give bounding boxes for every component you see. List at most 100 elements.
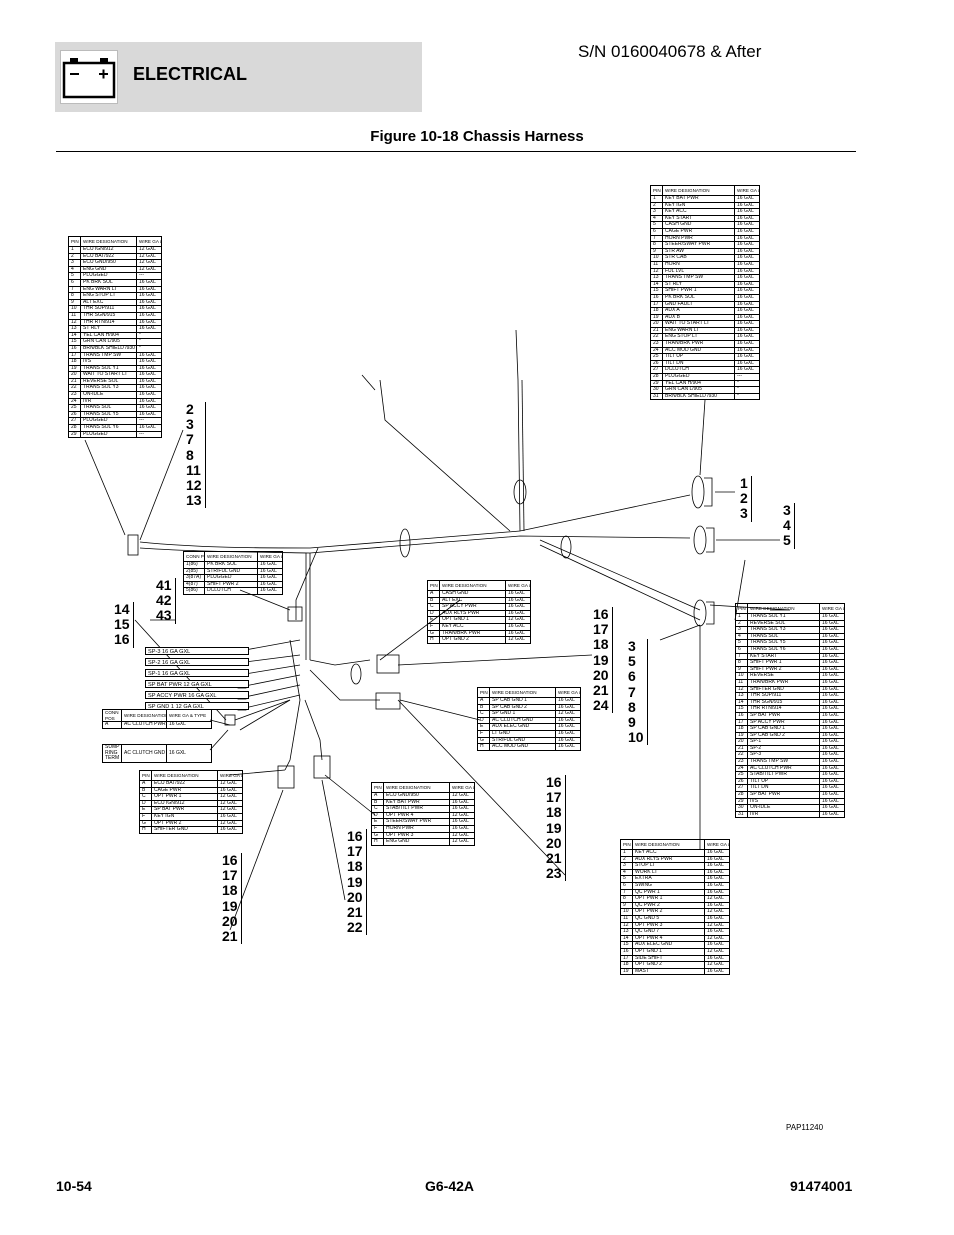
gauge-cell: 16 GXL (136, 318, 162, 327)
gauge-cell: 16 GXL (136, 311, 162, 320)
wire-cell: TILT DN (662, 359, 735, 368)
pin-cell: D (427, 609, 440, 618)
pin-cell: 11 (650, 260, 663, 269)
pin-cell: 27 (735, 784, 748, 793)
gauge-cell: 16 GXL (734, 346, 760, 355)
pin-cell: 13 (650, 274, 663, 282)
gauge-cell: 16 GXL (819, 639, 845, 647)
gauge-cell: 16 GXL (449, 798, 475, 807)
conn-pos-gauge: 16 GXL (166, 721, 212, 729)
wire-cell: SHIFT PWR 2 (204, 580, 258, 589)
pin-cell: H (427, 636, 440, 644)
ring-term-gauge: 16 GXL (166, 744, 212, 763)
wire-cell: THR RTN/914 (80, 318, 137, 327)
pin-cell: 4 (735, 632, 748, 641)
wire-cell: WAIT TO START LT (662, 320, 735, 328)
wire-cell: TRANS SOL Y6 (80, 424, 137, 432)
wire-cell: YEL CAN H/904 (80, 331, 137, 340)
gauge-cell: 12 GXL (704, 934, 730, 943)
wire-cell: TRANS SOL (747, 632, 820, 641)
pin-cell: 3 (620, 862, 633, 870)
pin-cell: 19 (68, 364, 81, 373)
gauge-cell: 16 GXL (136, 410, 162, 419)
wire-cell: DCLUTCH (204, 587, 258, 595)
wire-cell: SP-2 (747, 744, 820, 753)
pin-cell: 5 (650, 221, 663, 229)
wire-cell: IVR (747, 810, 820, 819)
pin-cell: 14 (735, 698, 748, 707)
pin-cell: H (371, 838, 384, 846)
wire-cell: GRN CAN L/905 (662, 386, 735, 394)
t-bottom-right-header-wire: WIRE DESIGNATION (632, 839, 705, 850)
gauge-cell: 16 GXL (819, 758, 845, 766)
pin-cell: 15 (735, 705, 748, 713)
pin-cell: 17 (735, 718, 748, 727)
wire-cell: ON-IDLE (80, 391, 137, 399)
t-top-right-header-gauge: WIRE GA & TYPE (734, 185, 760, 196)
model-number: G6-42A (425, 1178, 475, 1194)
wire-cell: ECU GND/950 (383, 792, 450, 800)
wire-cell: SP GND 1 (489, 710, 556, 718)
trunk-vertical-wire (515, 329, 521, 532)
pin-cell: H (139, 826, 152, 834)
gauge-cell: 16 GXL (734, 326, 760, 335)
pin-cell: 3 (735, 626, 748, 634)
pin-cell: F (477, 729, 490, 738)
t-mid-header-pin: PIN (477, 687, 490, 698)
gauge-cell: 16 GXL (136, 377, 162, 386)
gauge-cell: 12 GXL (505, 636, 531, 644)
t-bottom-right-header-pin: PIN (620, 839, 633, 850)
pin-cell: 14 (68, 331, 81, 340)
wire-cell: YEL CAN H/904 (662, 379, 735, 388)
gauge-cell: 16 GXL (136, 278, 162, 287)
pin-cell: 15 (68, 338, 81, 346)
pin-cell: G (371, 831, 384, 840)
gauge-cell: 16 GXL (734, 366, 760, 375)
pin-cell: 28 (68, 424, 81, 432)
pin-cell: 9 (650, 247, 663, 256)
wire-cell: DCLUTCH (662, 366, 735, 375)
spur-label-sp2: SP-2 16 GA GXL (145, 658, 249, 666)
gauge-cell: * (136, 344, 162, 353)
pin-cell: 13 (735, 692, 748, 700)
gauge-cell: 16 GXL (734, 208, 760, 216)
gauge-cell: 16 GXL (257, 587, 283, 595)
wire-cell: BRN/BLK SHIELD /930 (80, 344, 137, 353)
pin-cell: 14 (620, 934, 633, 943)
wire-cell: OPT GND 1 (439, 616, 506, 624)
pin-cell: 2 (620, 855, 633, 864)
wire-cell: ON-IDLE (747, 804, 820, 812)
gauge-cell: 12 GXL (217, 780, 243, 788)
pin-cell: 4 (620, 868, 633, 877)
wire-cell: OPT PWR 1 (151, 793, 218, 801)
gauge-cell: 16 GXL (734, 267, 760, 276)
pin-cell: 29 (735, 797, 748, 806)
wire-cell: OPT GND 2 (439, 636, 506, 644)
gauge-cell: 12 GXL (704, 921, 730, 930)
pin-cell: 22 (68, 384, 81, 393)
pin-cell: 10 (650, 254, 663, 262)
spur-label-sp3: SP-3 16 GA GXL (145, 647, 249, 655)
